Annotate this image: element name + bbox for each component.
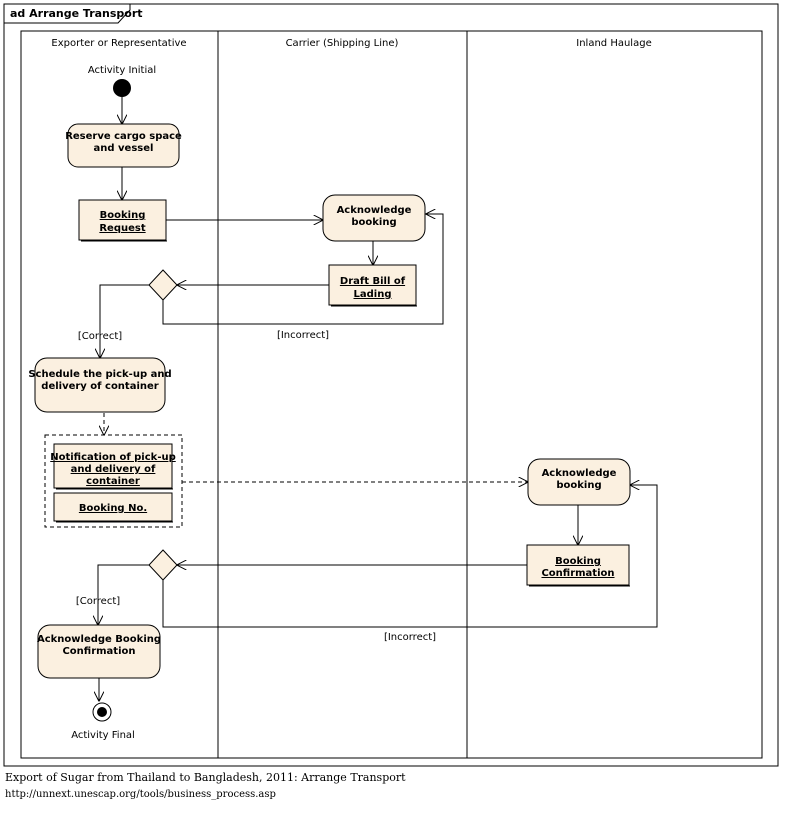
guard-incorrect-1: [Incorrect] (277, 330, 329, 341)
object-group (44, 434, 183, 528)
flow-decision-correct-2 (98, 564, 149, 625)
object-label-line: Booking No. (79, 503, 147, 514)
action-label-line: booking (556, 480, 601, 491)
decision-node-1 (148, 269, 178, 301)
action-reserve-cargo (67, 123, 180, 168)
guard-incorrect-2: [Incorrect] (384, 632, 436, 643)
action-acknowledge-confirmation (37, 624, 161, 679)
swimlane-container (20, 30, 763, 759)
object-booking-no (53, 492, 173, 522)
object-label-line: Confirmation (541, 568, 614, 579)
action-label-line: and vessel (94, 143, 154, 154)
object-label-line: Booking (555, 556, 601, 567)
final-node (97, 707, 107, 717)
initial-node (113, 79, 131, 97)
object-draft-bill-of-lading (328, 264, 417, 306)
object-notification (53, 443, 173, 489)
object-label-line: Booking (100, 210, 146, 221)
flow-decision-correct-1 (100, 284, 149, 358)
frame-title: ad Arrange Transport (10, 7, 143, 20)
caption-title: Export of Sugar from Thailand to Banglad… (5, 771, 406, 784)
action-label-line: Schedule the pick-up and (28, 369, 171, 380)
action-label-line: booking (351, 217, 396, 228)
object-label-line: Notification of pick-up (50, 452, 176, 463)
object-label-line: and delivery of (71, 464, 156, 475)
action-label-line: delivery of container (41, 381, 159, 392)
action-label-line: Confirmation (62, 646, 135, 657)
lane-exporter-header: Exporter or Representative (51, 38, 186, 49)
flow-decision-incorrect-1 (162, 214, 444, 325)
object-label-line: Request (99, 223, 145, 234)
action-label-line: Acknowledge (542, 468, 617, 479)
lane-carrier-header: Carrier (Shipping Line) (286, 38, 399, 49)
flow-decision-incorrect-2 (162, 485, 658, 628)
action-label-line: Reserve cargo space (65, 131, 182, 142)
object-label-line: Draft Bill of (340, 276, 406, 287)
action-label-line: Acknowledge (337, 205, 412, 216)
lane-haulage-header: Inland Haulage (576, 38, 651, 49)
object-booking-confirmation (526, 544, 630, 586)
action-acknowledge-booking-haulage (527, 458, 631, 506)
final-node-label: Activity Final (71, 730, 135, 741)
activity-diagram: ad Arrange Transport Exporter or Represe… (3, 3, 779, 767)
frame-tab (4, 4, 131, 24)
guard-correct-2: [Correct] (76, 596, 120, 607)
action-acknowledge-booking-carrier (322, 194, 426, 242)
caption-source-url: http://unnext.unescap.org/tools/business… (5, 789, 276, 800)
guard-correct-1: [Correct] (78, 331, 122, 342)
initial-node-label: Activity Initial (88, 65, 156, 76)
decision-node-2 (148, 549, 178, 581)
object-label-line: Lading (354, 289, 392, 300)
object-label-line: container (86, 476, 140, 487)
action-label-line: Acknowledge Booking (37, 634, 161, 645)
action-schedule-pickup (34, 357, 166, 413)
object-booking-request (78, 199, 167, 241)
